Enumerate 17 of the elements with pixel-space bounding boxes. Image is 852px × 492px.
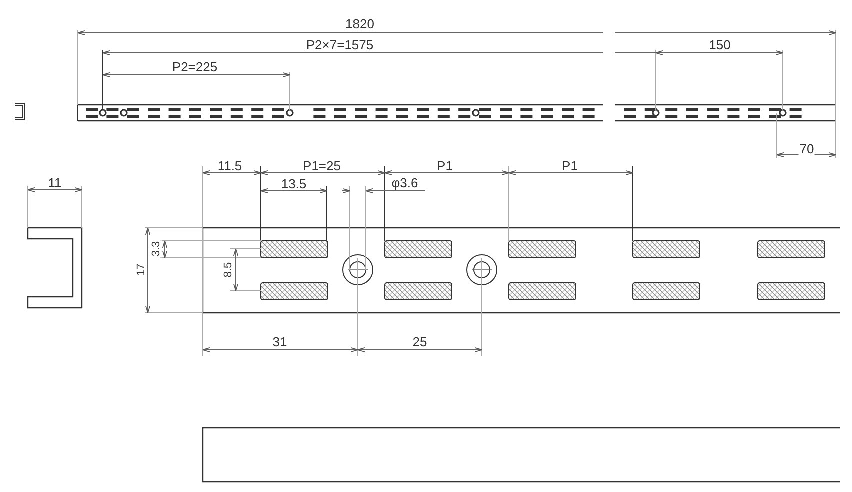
dimension-value: 70 [798, 142, 816, 156]
dimension-value: 17 [136, 262, 148, 278]
dimension-value: P1 [436, 160, 454, 172]
dimension-value: 150 [708, 38, 732, 52]
dimension-value: 31 [272, 336, 288, 348]
dimension-value: 3.3 [152, 240, 162, 258]
dimension-value: P1 [561, 160, 579, 172]
dimension-value: 8.5 [224, 261, 234, 279]
dimension-value: P2=225 [171, 60, 219, 74]
dimension-value: P1=25 [302, 160, 342, 172]
dimension-value: 11.5 [216, 160, 244, 172]
dimension-value: P2×7=1575 [305, 38, 375, 52]
dimension-value: 13.5 [280, 178, 308, 190]
dimension-value: 11 [47, 176, 63, 190]
dimension-value: φ3.6 [390, 176, 420, 190]
dimension-value: 25 [412, 336, 428, 348]
dimension-value: 1820 [344, 18, 376, 30]
